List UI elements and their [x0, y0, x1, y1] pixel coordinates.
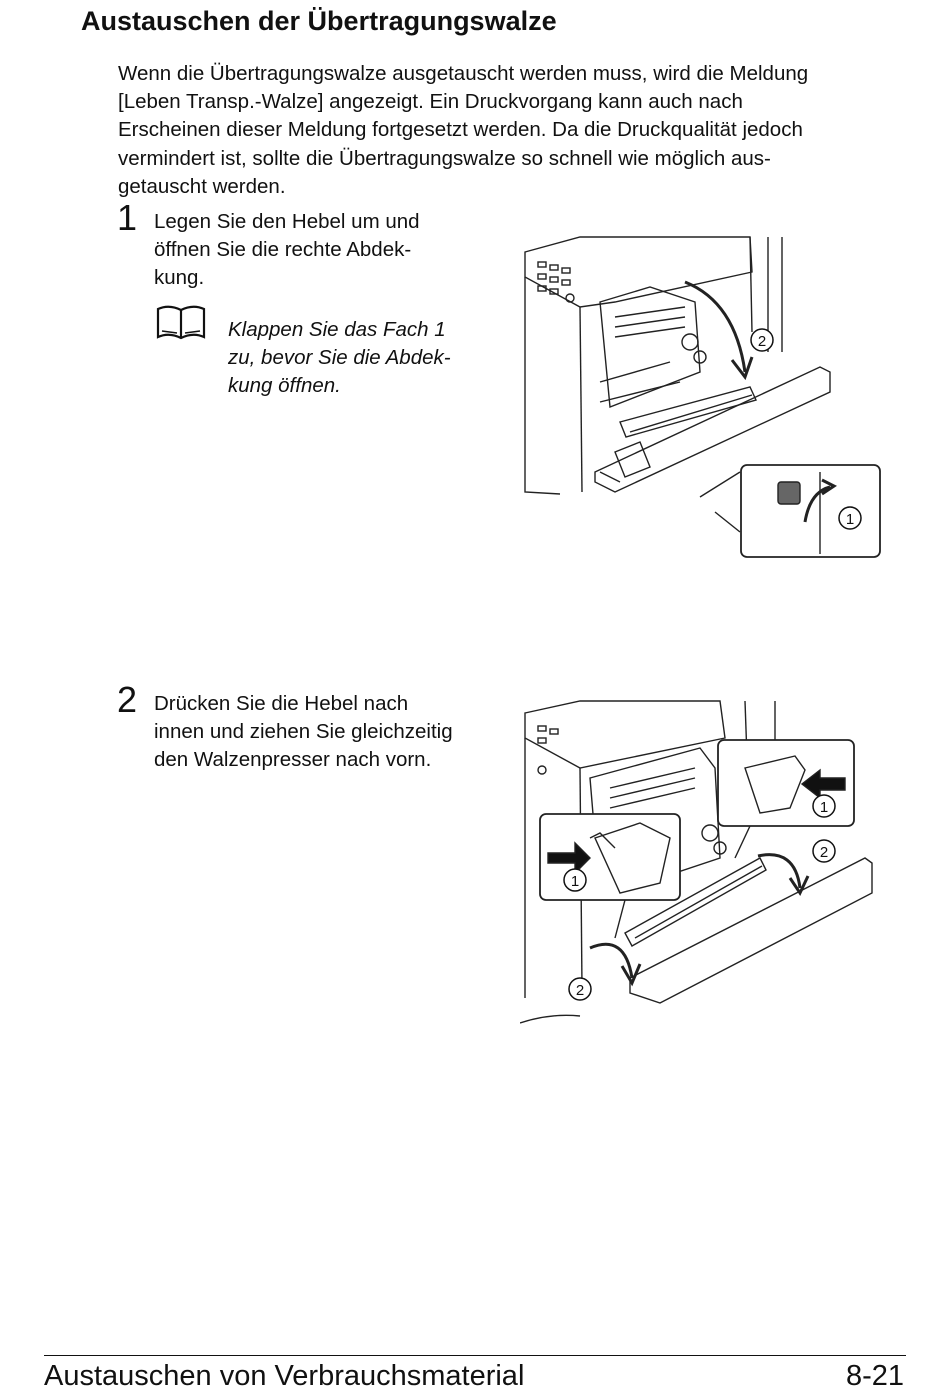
callout-1-circle: 1 [563, 868, 587, 892]
section-title: Austauschen der Übertragungswalze [81, 6, 557, 36]
footer-divider [44, 1355, 906, 1356]
step-line: Legen Sie den Hebel um und [154, 210, 420, 233]
step-line: Drücken Sie die Hebel nach [154, 692, 409, 715]
note-line: Klappen Sie das Fach 1 [228, 318, 446, 341]
step-line: den Walzenpresser nach vorn. [154, 748, 432, 772]
svg-text:2: 2 [820, 844, 828, 861]
intro-line: [Leben Transp.-Walze] angezeigt. Ein Dru… [118, 90, 743, 114]
step-line: kung. [154, 266, 205, 290]
callout-2-circle: 2 [568, 977, 592, 1001]
open-book-icon [154, 303, 208, 343]
step-line: innen und ziehen Sie gleichzeitig [154, 720, 453, 744]
intro-line: Erscheinen dieser Meldung fortgesetzt we… [118, 118, 803, 142]
svg-text:2: 2 [576, 982, 584, 999]
callout-1-circle: 1 [838, 506, 862, 530]
intro-line: getauscht werden. [118, 174, 286, 198]
step-line: öffnen Sie die rechte Abdek- [154, 238, 412, 262]
callout-1-circle: 1 [812, 794, 836, 818]
step-number: 1 [117, 197, 138, 238]
step-number: 2 [117, 679, 138, 720]
svg-text:1: 1 [571, 873, 579, 890]
note-line: zu, bevor Sie die Abdek- [228, 346, 451, 370]
intro-line: Wenn die Übertragungswalze ausgetauscht … [118, 62, 809, 85]
step-instruction: Legen Sie den Hebel um und öffnen Sie di… [154, 208, 420, 293]
note-line: kung öffnen. [228, 374, 341, 398]
intro-line: vermindert ist, sollte die Übertragungsw… [118, 146, 771, 170]
footer-section-title: Austauschen von Verbrauchsmaterial [44, 1360, 525, 1392]
svg-text:2: 2 [758, 333, 766, 350]
page-number: 8-21 [845, 1360, 904, 1392]
step-2-illustration: 1 2 1 2 [519, 698, 885, 1033]
step-1-illustration: 2 1 [520, 232, 885, 567]
note-text: Klappen Sie das Fach 1 zu, bevor Sie die… [228, 316, 451, 401]
callout-2-circle: 2 [750, 328, 774, 352]
callout-2-circle: 2 [812, 839, 836, 863]
svg-text:1: 1 [820, 799, 828, 816]
svg-text:1: 1 [846, 511, 854, 528]
step-instruction: Drücken Sie die Hebel nach innen und zie… [154, 690, 453, 775]
intro-paragraph: Wenn die Übertragungswalze ausgetauscht … [118, 60, 908, 201]
